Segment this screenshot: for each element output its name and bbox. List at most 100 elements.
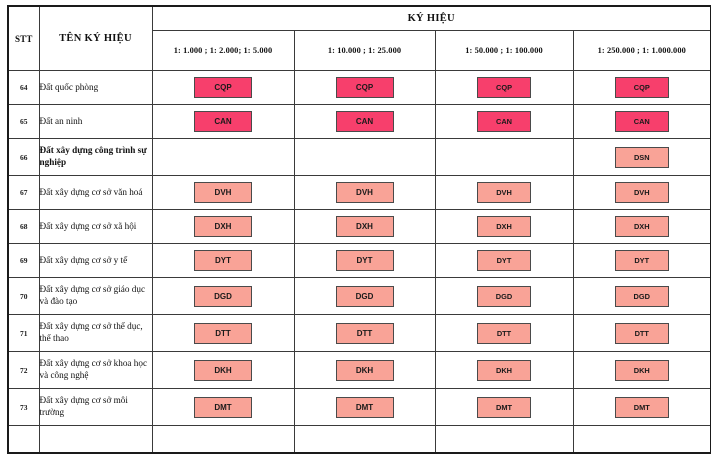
symbol-cell: DKH [293, 351, 436, 389]
symbol-cell: DXH [572, 209, 711, 244]
symbol-cell [434, 138, 574, 176]
symbol-box[interactable]: DKH [614, 359, 669, 381]
row-number: 73 [7, 388, 40, 426]
table-header: STT TÊN KÝ HIỆU KÝ HIỆU 1: 1.000 ; 1: 2.… [7, 5, 711, 71]
symbol-box[interactable]: CQP [477, 77, 531, 98]
symbol-box[interactable]: DMT [614, 396, 669, 418]
symbol-box[interactable]: DSN [614, 146, 669, 168]
symbol-cell: CAN [151, 104, 295, 139]
row-label: Đất xây dựng công trình sự nghiệp [38, 138, 153, 176]
header-scale-2: 1: 10.000 ; 1: 25.000 [293, 30, 436, 71]
symbol-box[interactable]: DVH [477, 182, 531, 203]
symbol-cell [151, 138, 295, 176]
symbol-box[interactable]: DKH [477, 359, 531, 381]
row-label: Đất xây dựng cơ sở giáo dục và đào tạo [38, 277, 153, 315]
header-row-group: STT TÊN KÝ HIỆU KÝ HIỆU [7, 5, 711, 71]
symbol-box[interactable]: DMT [335, 396, 394, 418]
header-symbol-group: KÝ HIỆU [151, 5, 711, 31]
symbol-box[interactable]: DKH [335, 359, 394, 381]
symbol-box[interactable]: DYT [477, 250, 531, 271]
symbol-box[interactable]: DVH [614, 182, 669, 203]
row-number: 65 [7, 104, 40, 139]
symbol-box[interactable]: DYT [335, 250, 394, 271]
row-number: 66 [7, 138, 40, 176]
symbol-box[interactable]: DXH [477, 216, 531, 237]
symbol-cell: CQP [572, 70, 711, 105]
symbol-cell: DKH [151, 351, 295, 389]
symbol-box-empty [336, 144, 394, 165]
symbol-cell: DVH [293, 175, 436, 210]
symbol-box[interactable]: DGD [194, 285, 252, 307]
symbol-cell: DXH [434, 209, 574, 244]
row-number: 68 [7, 209, 40, 244]
symbol-cell: DMT [151, 388, 295, 426]
header-stt: STT [7, 5, 40, 71]
symbol-box[interactable]: CQP [335, 77, 394, 98]
symbol-box[interactable]: DTT [477, 322, 531, 344]
symbol-cell: DGD [572, 277, 711, 315]
symbol-cell: DTT [434, 314, 574, 352]
legend-table: STT TÊN KÝ HIỆU KÝ HIỆU 1: 1.000 ; 1: 2.… [7, 5, 711, 454]
symbol-cell: DXH [151, 209, 295, 244]
row-number: 67 [7, 175, 40, 210]
symbol-box[interactable]: DGD [477, 285, 531, 307]
symbol-box[interactable]: CQP [614, 77, 669, 98]
header-scale-1: 1: 1.000 ; 1: 2.000; 1: 5.000 [151, 30, 295, 71]
symbol-box[interactable]: CAN [477, 111, 531, 132]
symbol-box[interactable]: DYT [614, 250, 669, 271]
symbol-cell: DYT [151, 243, 295, 278]
symbol-box[interactable]: DXH [335, 216, 394, 237]
symbol-box[interactable]: DMT [477, 396, 531, 418]
map-legend-sheet: STT TÊN KÝ HIỆU KÝ HIỆU 1: 1.000 ; 1: 2.… [0, 5, 711, 454]
symbol-cell: DGD [151, 277, 295, 315]
row-number: 72 [7, 351, 40, 389]
symbol-box[interactable]: DVH [335, 182, 394, 203]
filler-cell [151, 425, 295, 454]
symbol-box[interactable]: CAN [194, 111, 252, 132]
symbol-box[interactable]: DTT [614, 322, 669, 344]
symbol-box[interactable]: DMT [194, 396, 252, 418]
symbol-cell: DMT [434, 388, 574, 426]
symbol-box[interactable]: DKH [194, 359, 252, 381]
symbol-box[interactable]: DGD [335, 285, 394, 307]
symbol-cell: DVH [151, 175, 295, 210]
symbol-cell: DTT [151, 314, 295, 352]
symbol-box[interactable]: CAN [335, 111, 394, 132]
symbol-box[interactable]: CQP [194, 77, 252, 98]
symbol-cell [293, 138, 436, 176]
row-label: Đất xây dựng cơ sở môi trường [38, 388, 153, 426]
symbol-cell: CQP [434, 70, 574, 105]
row-label: Đất an ninh [38, 104, 153, 139]
table-filler-row [7, 425, 711, 454]
filler-cell [572, 425, 711, 454]
symbol-box[interactable]: DVH [194, 182, 252, 203]
header-scale-3: 1: 50.000 ; 1: 100.000 [434, 30, 574, 71]
symbol-box[interactable]: DXH [614, 216, 669, 237]
symbol-box[interactable]: DGD [614, 285, 669, 307]
symbol-cell: DXH [293, 209, 436, 244]
row-number: 69 [7, 243, 40, 278]
symbol-cell: CAN [572, 104, 711, 139]
symbol-cell: DYT [434, 243, 574, 278]
symbol-box[interactable]: DXH [194, 216, 252, 237]
row-label: Đất xây dựng cơ sở xã hội [38, 209, 153, 244]
symbol-box[interactable]: CAN [614, 111, 669, 132]
symbol-cell: CQP [151, 70, 295, 105]
symbol-cell: DGD [293, 277, 436, 315]
symbol-box[interactable]: DYT [194, 250, 252, 271]
symbol-box[interactable]: DTT [335, 322, 394, 344]
symbol-box[interactable]: DTT [194, 322, 252, 344]
header-symbol-name: TÊN KÝ HIỆU [38, 5, 153, 71]
row-label: Đất xây dựng cơ sở y tế [38, 243, 153, 278]
